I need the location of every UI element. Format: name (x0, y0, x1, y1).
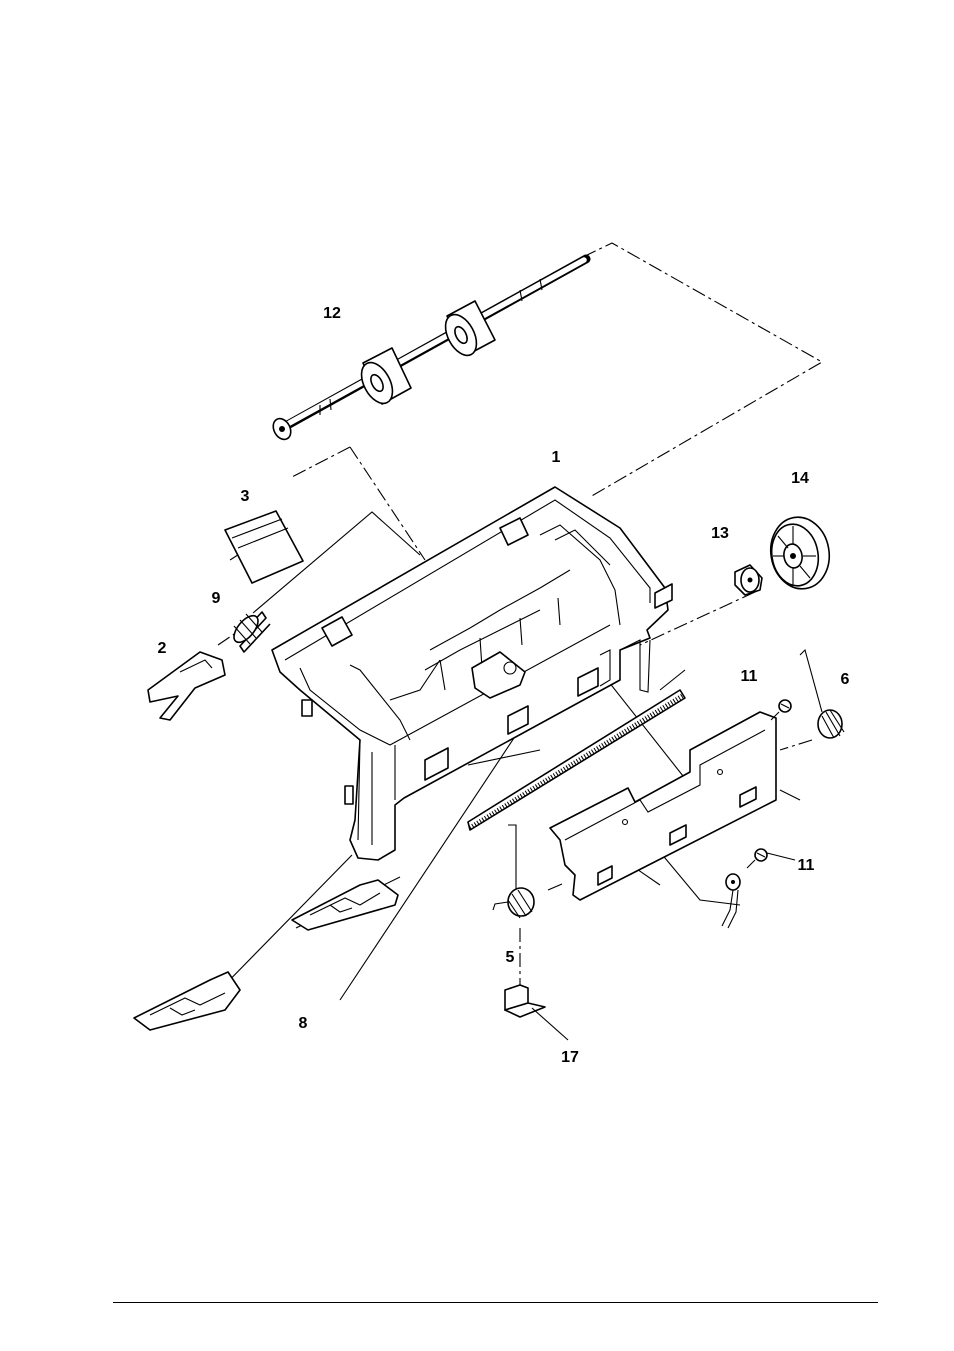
angle-bracket (505, 985, 568, 1040)
roller-shaft-assembly (270, 259, 586, 442)
callout-3: 3 (241, 488, 250, 505)
callout-13: 13 (711, 525, 729, 542)
callout-5: 5 (506, 949, 515, 966)
callout-12: 12 (323, 305, 341, 322)
torsion-spring-left (493, 888, 534, 918)
footer-rule (113, 1302, 878, 1303)
guide-plate (550, 712, 776, 900)
callout-9: 9 (212, 590, 221, 607)
separation-pad (148, 652, 225, 720)
spring-plate (225, 511, 303, 583)
callout-11-lower: 11 (798, 857, 815, 874)
callout-1: 1 (552, 449, 561, 466)
callout-8: 8 (299, 1015, 308, 1032)
bushing (735, 565, 762, 595)
paper-guide-upper (292, 880, 398, 930)
compression-spring (230, 612, 270, 652)
callout-2: 2 (158, 640, 167, 657)
callout-14: 14 (791, 470, 809, 487)
torsion-spring-right (800, 650, 844, 738)
paper-guide-lower (134, 972, 240, 1030)
callout-17: 17 (561, 1049, 579, 1066)
screw-lower (747, 849, 795, 868)
callout-11-upper: 11 (741, 668, 758, 685)
drive-gear (765, 513, 835, 594)
ground-wire (722, 874, 740, 928)
screw-upper (771, 700, 791, 720)
callout-6: 6 (841, 671, 850, 688)
